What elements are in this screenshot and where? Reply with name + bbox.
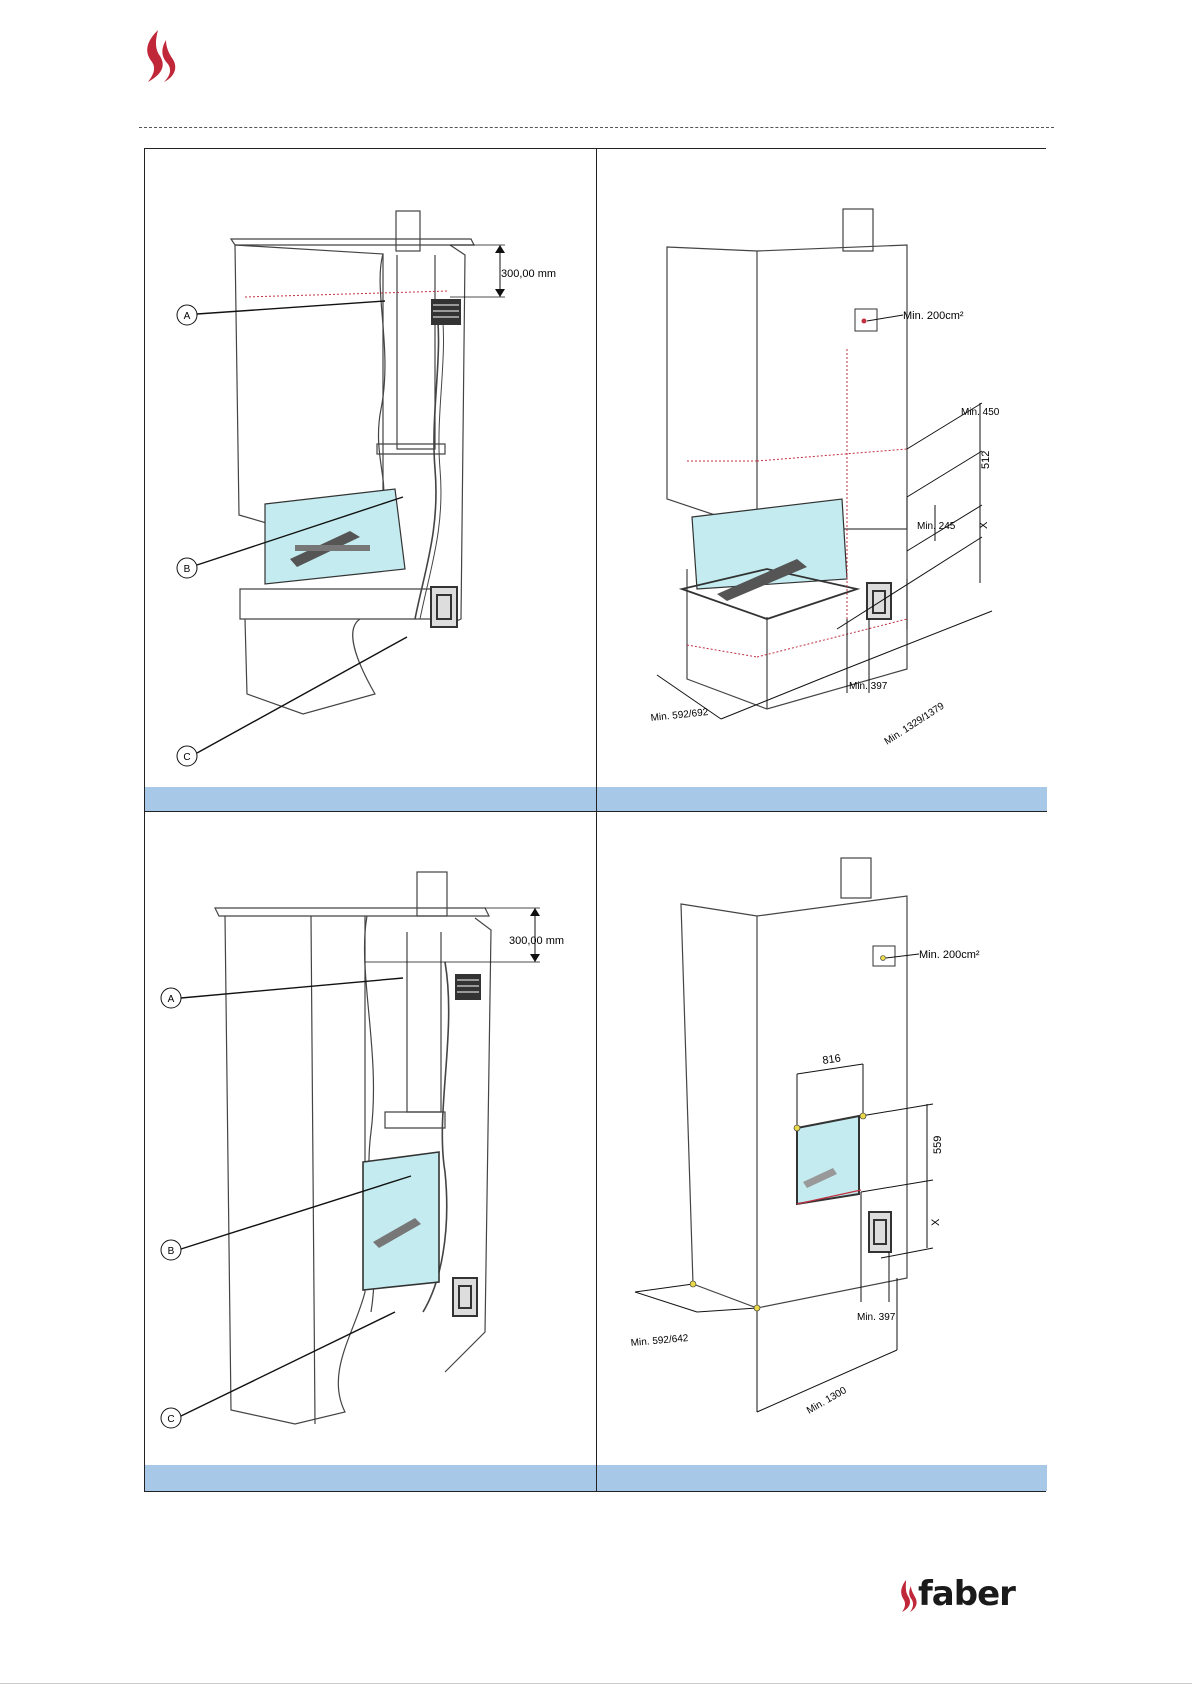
footer-logo: faber (896, 1576, 1016, 1618)
dim-816: 816 (822, 1053, 842, 1067)
dimension-label: 300,00 mm (501, 268, 556, 280)
dim-depth: Min. 592/642 (630, 1333, 689, 1349)
dim-397: Min. 397 (849, 681, 888, 692)
vent-label: Min. 200cm² (903, 310, 964, 322)
dim-x: X (978, 521, 990, 529)
dim-width: Min. 1300 (805, 1385, 849, 1417)
dim-397: Min. 397 (857, 1312, 896, 1323)
panel-top-left: 300,00 mm A B C (145, 149, 596, 787)
caption-bar-top-right (597, 787, 1047, 811)
panel-top-right: Min. 200cm² Min. 450 512 X Min. 245 Min (597, 149, 1047, 787)
fireplace-diagram-front-dimensions: Min. 200cm² (597, 812, 1047, 1465)
header-divider (139, 127, 1054, 128)
caption-bar-bottom-right (597, 1465, 1047, 1491)
figure-grid: 300,00 mm A B C (144, 148, 1046, 1492)
callout-a: A (168, 994, 175, 1005)
footer-divider (0, 1683, 1192, 1684)
fireplace-diagram-cutaway-corner: 300,00 mm A B C (145, 149, 596, 787)
callout-a: A (184, 311, 191, 322)
dim-depth: Min. 592/692 (650, 707, 709, 724)
caption-bar-top-left (145, 787, 596, 811)
fireplace-diagram-cutaway-front: 300,00 mm A B C (145, 812, 596, 1465)
brand-name: faber (918, 1574, 1015, 1614)
faber-flame-icon (896, 1578, 918, 1614)
callout-c: C (167, 1414, 174, 1425)
callout-b: B (168, 1246, 175, 1257)
callout-b: B (184, 564, 191, 575)
dim-559: 559 (932, 1136, 944, 1154)
vent-label: Min. 200cm² (919, 949, 980, 961)
caption-bar-bottom-left (145, 1465, 596, 1491)
dim-width: Min. 1329/1379 (883, 701, 947, 748)
dim-245: Min. 245 (917, 521, 956, 532)
header-flame-icon (136, 26, 184, 86)
fireplace-diagram-corner-dimensions: Min. 200cm² Min. 450 512 X Min. 245 Min (597, 149, 1047, 787)
dim-x: X (930, 1218, 942, 1226)
dim-450: Min. 450 (961, 407, 1000, 418)
panel-bottom-left: 300,00 mm A B C (145, 812, 596, 1465)
dimension-label: 300,00 mm (509, 935, 564, 947)
panel-bottom-right: Min. 200cm² (597, 812, 1047, 1465)
callout-c: C (183, 752, 190, 763)
dim-512: 512 (980, 451, 992, 469)
